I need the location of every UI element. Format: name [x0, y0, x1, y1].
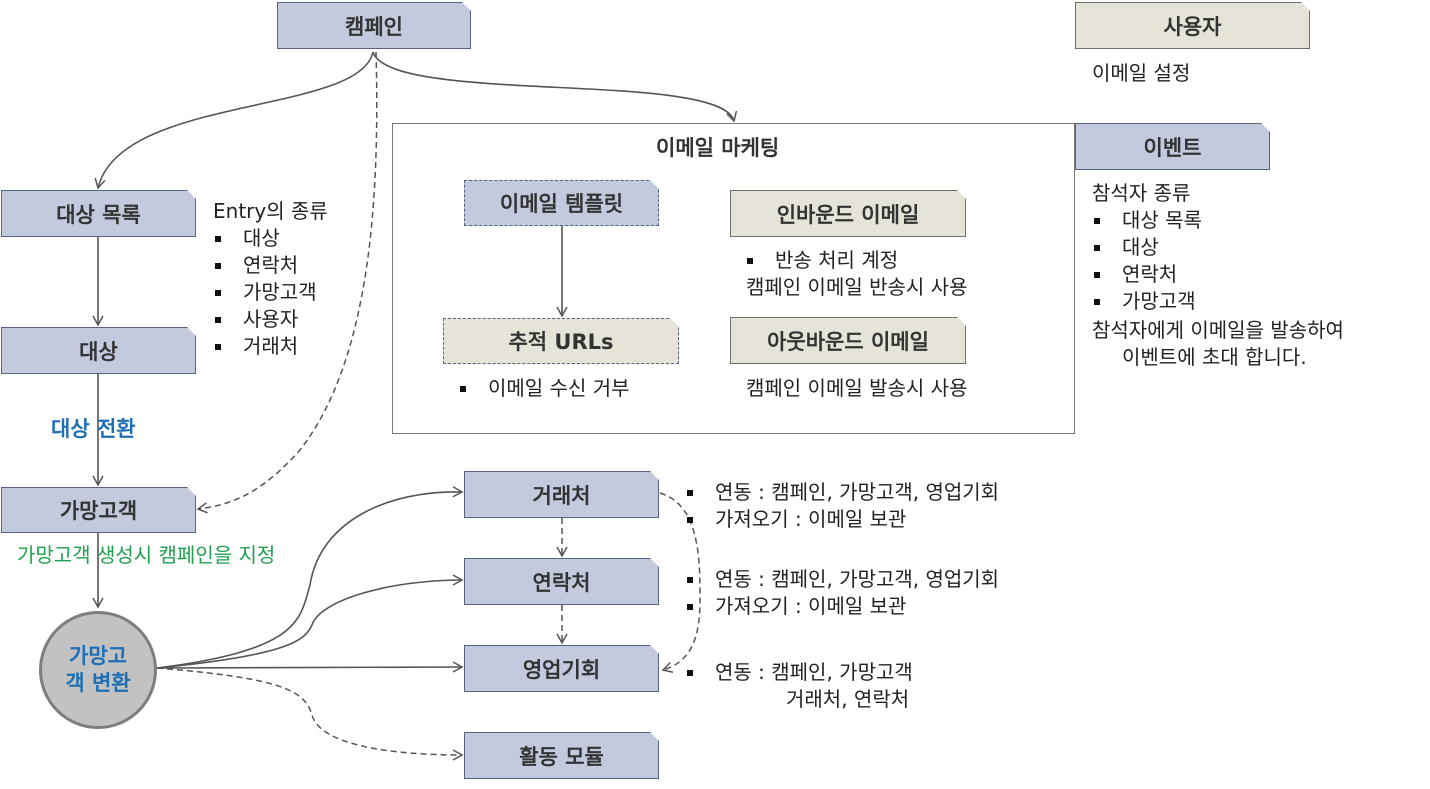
event-notes-title: 참석자 종류 — [1092, 181, 1191, 205]
contact-node: 연락처 — [464, 558, 659, 605]
target-list-node: 대상 목록 — [1, 190, 196, 237]
target-node: 대상 — [1, 327, 196, 374]
user-node: 사용자 — [1075, 2, 1310, 49]
target-convert-label: 대상 전환 — [51, 417, 136, 441]
email-template-node: 이메일 템플릿 — [464, 180, 659, 226]
outbound-note: 캠페인 이메일 발송시 사용 — [746, 376, 968, 400]
contact-note-item: 연동 : 캠페인, 가망고객, 영업기회 — [685, 566, 999, 593]
user-note: 이메일 설정 — [1092, 61, 1191, 85]
event-node: 이벤트 — [1075, 123, 1270, 170]
campaign-node: 캠페인 — [277, 2, 471, 49]
opportunity-note-cont: 거래처, 연락처 — [786, 687, 910, 711]
account-note-item: 가져오기 : 이메일 보관 — [685, 506, 999, 533]
prospect-convert-node: 가망고객 변환 — [39, 611, 157, 729]
opportunity-node: 영업기회 — [464, 645, 659, 692]
activity-module-node: 활동 모듈 — [464, 732, 659, 779]
arrow-convert-to-contact — [156, 574, 464, 669]
entry-type-item: 사용자 — [213, 306, 317, 333]
contact-notes: 연동 : 캠페인, 가망고객, 영업기회 가져오기 : 이메일 보관 — [685, 566, 999, 620]
event-note-item: 대상 목록 — [1092, 207, 1202, 234]
prospect-convert-label: 가망고객 변환 — [65, 644, 131, 695]
entry-types-list: 대상 연락처 가망고객 사용자 거래처 — [213, 225, 317, 360]
event-note-line1: 참석자에게 이메일을 발송하여 — [1092, 318, 1344, 342]
entry-type-item: 거래처 — [213, 333, 317, 360]
tracking-note-item: 이메일 수신 거부 — [458, 375, 630, 402]
tracking-notes: 이메일 수신 거부 — [458, 375, 630, 402]
dashed-arrow-campaign-to-prospect — [196, 51, 378, 514]
event-note-line2: 이벤트에 초대 합니다. — [1122, 345, 1307, 369]
arrow-campaign-to-email-marketing — [372, 51, 738, 123]
outbound-email-node: 아웃바운드 이메일 — [730, 317, 966, 364]
account-node: 거래처 — [464, 471, 659, 518]
inbound-note-text: 캠페인 이메일 반송시 사용 — [746, 275, 968, 299]
event-note-item: 가망고객 — [1092, 288, 1202, 315]
prospect-node: 가망고객 — [1, 487, 196, 533]
event-notes-list: 대상 목록 대상 연락처 가망고객 — [1092, 207, 1202, 315]
opportunity-note-item: 연동 : 캠페인, 가망고객 — [685, 659, 913, 686]
dashed-arrow-account-to-opportunity — [659, 492, 701, 673]
inbound-notes: 반송 처리 계정 — [745, 247, 898, 274]
entry-types-title: Entry의 종류 — [213, 199, 328, 223]
tracking-urls-node: 추적 URLs — [443, 318, 679, 364]
email-marketing-container — [392, 123, 1075, 434]
arrow-campaign-to-target-list — [94, 51, 374, 190]
event-note-item: 연락처 — [1092, 261, 1202, 288]
entry-type-item: 대상 — [213, 225, 317, 252]
prospect-campaign-note: 가망고객 생성시 캠페인을 지정 — [17, 543, 276, 567]
arrow-convert-to-opportunity — [156, 661, 464, 673]
contact-note-item: 가져오기 : 이메일 보관 — [685, 593, 999, 620]
event-note-item: 대상 — [1092, 234, 1202, 261]
inbound-email-node: 인바운드 이메일 — [730, 190, 966, 237]
account-notes: 연동 : 캠페인, 가망고객, 영업기회 가져오기 : 이메일 보관 — [685, 479, 999, 533]
entry-type-item: 가망고객 — [213, 279, 317, 306]
dashed-arrow-convert-to-activity — [156, 667, 464, 761]
email-marketing-title: 이메일 마케팅 — [656, 136, 780, 160]
opportunity-notes: 연동 : 캠페인, 가망고객 — [685, 659, 913, 686]
inbound-note-item: 반송 처리 계정 — [745, 247, 898, 274]
account-note-item: 연동 : 캠페인, 가망고객, 영업기회 — [685, 479, 999, 506]
arrow-convert-to-account — [156, 486, 464, 669]
entry-type-item: 연락처 — [213, 252, 317, 279]
